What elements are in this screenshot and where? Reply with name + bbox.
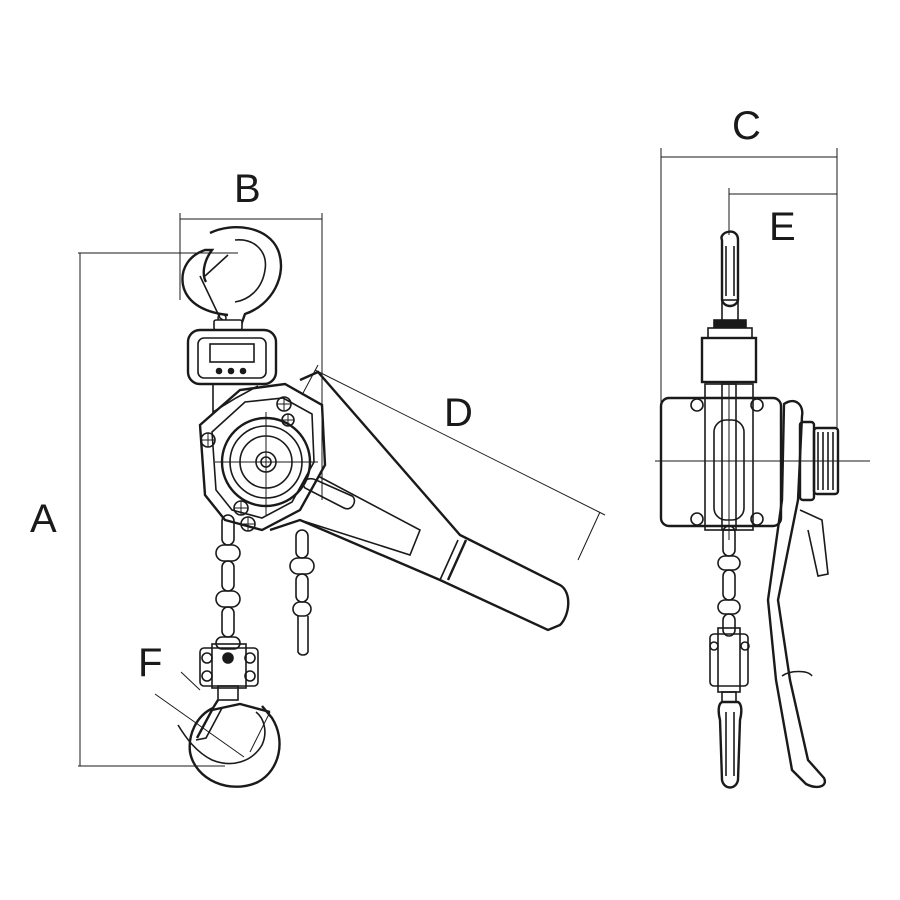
dimension-b-label: B [234,167,261,211]
slack-chain [289,529,315,656]
side-lever [766,399,829,789]
side-top-hook [707,230,753,339]
body-bolt [240,516,256,532]
bottom-hook [177,699,281,788]
dimension-a-label: A [30,497,57,541]
dimension-d: D [301,364,606,561]
dimension-d-label: D [444,391,473,435]
dimension-e: E [728,188,837,249]
dimension-f-label: F [138,641,162,685]
dimension-c-label: C [732,104,761,148]
body-bolt [200,432,216,448]
bottom-hook-block [199,643,259,701]
dimension-e-label: E [769,205,796,249]
side-ratchet-knob [798,420,840,502]
dimension-c: C [660,104,838,430]
body-bolt [276,396,292,412]
dimension-a: A [30,252,238,767]
body-bolt [281,413,295,427]
side-bottom-hook [717,700,743,789]
dimension-b: B [179,167,323,500]
load-chain [215,514,241,650]
dimension-f: F [138,641,271,758]
side-load-chain [717,525,741,637]
side-view: C E [655,104,870,789]
hoist-body [198,382,327,532]
digital-scale-display [186,328,278,386]
lever-handle [269,370,570,632]
top-hook [181,226,283,331]
side-body [655,383,870,540]
front-view: A B D F [30,167,606,788]
side-scale-box [700,336,758,384]
side-hook-block [709,627,750,703]
body-bolt [233,500,249,516]
